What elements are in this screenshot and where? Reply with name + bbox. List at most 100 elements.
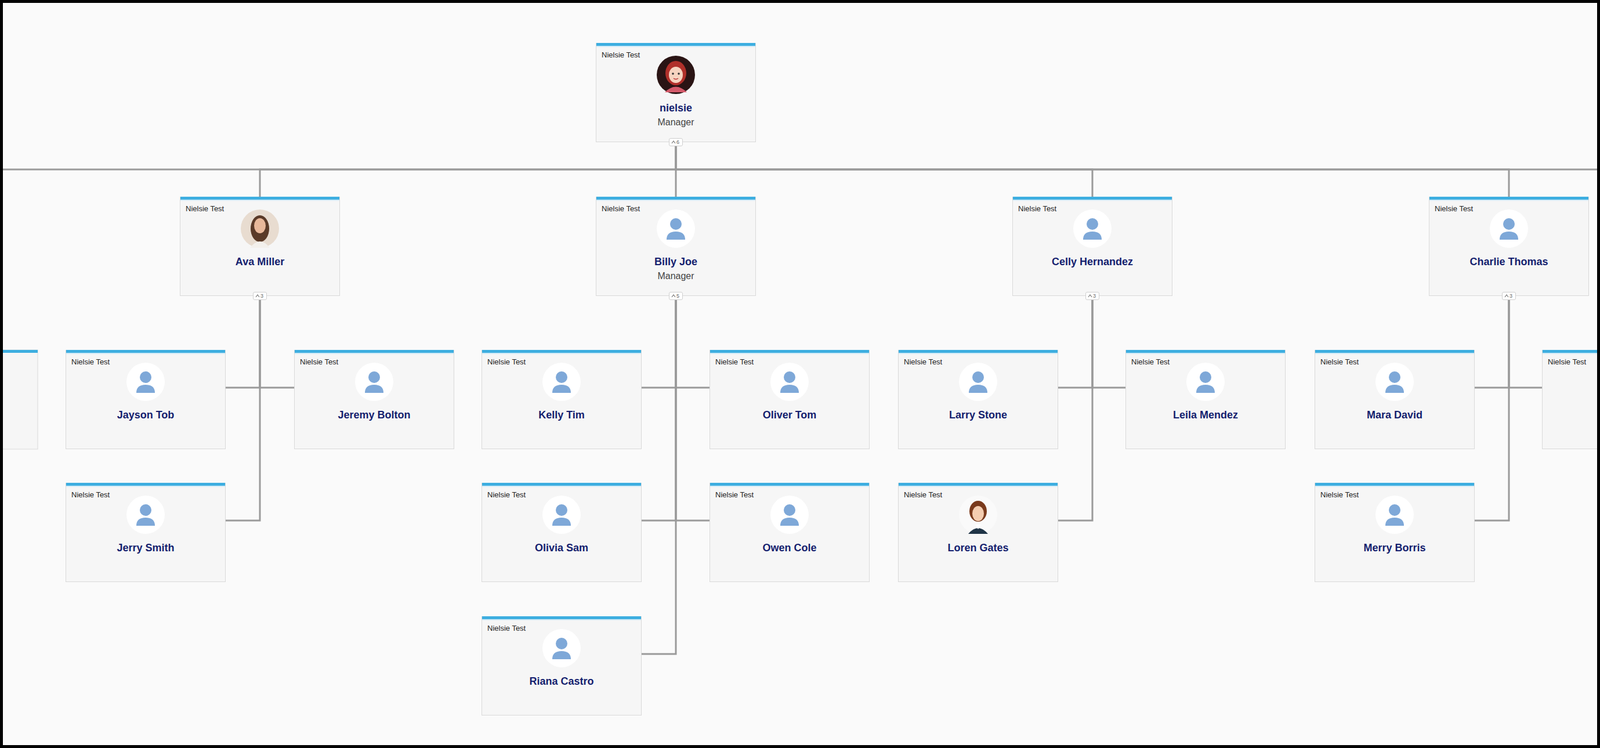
person-name: Olivia Sam — [482, 541, 642, 555]
employee-card: Nielsie TestMara David — [1314, 349, 1475, 450]
card-accent — [482, 349, 642, 353]
person-name: nielsie — [596, 102, 756, 115]
child-count: 6 — [676, 138, 680, 146]
employee-card: Nielsie Test — [1541, 349, 1600, 450]
reporting-line — [641, 295, 676, 521]
reporting-line — [259, 295, 295, 388]
person-name: Jerry Smith — [66, 541, 226, 555]
collapse-caret — [1504, 294, 1509, 298]
org-label: Nielsie Test — [1547, 357, 1587, 367]
child-count-badge: 5 — [668, 291, 683, 300]
org-label: Nielsie Test — [601, 50, 640, 60]
collapse-caret — [1087, 294, 1093, 298]
reporting-line — [1474, 295, 1509, 521]
employee-card: Nielsie TestKelly Tim — [481, 349, 642, 450]
org-label: Nielsie Test — [71, 490, 110, 499]
reporting-line — [1508, 295, 1542, 388]
child-count-badge: 6 — [668, 138, 683, 147]
avatar — [1186, 362, 1225, 401]
job-title: Manager — [596, 270, 756, 282]
person-name: Oliver Tom — [710, 408, 870, 422]
person-name: Owen Cole — [710, 541, 870, 555]
employee-card: Nielsie TestOwen Cole — [709, 482, 870, 582]
reporting-line — [1058, 295, 1093, 388]
person-name: Ava Miller — [180, 255, 340, 269]
org-label: Nielsie Test — [903, 490, 943, 499]
reporting-line — [259, 142, 676, 197]
org-label: Nielsie Test — [487, 623, 526, 633]
person-name: Charlie Thomas — [1429, 255, 1589, 269]
card-accent — [180, 196, 340, 200]
org-label: Nielsie Test — [715, 490, 754, 499]
reporting-line — [641, 295, 676, 388]
avatar — [126, 362, 165, 401]
card-accent — [596, 42, 756, 46]
job-title: Manager — [596, 117, 756, 128]
child-count: 5 — [676, 292, 680, 300]
offscreen-card — [0, 349, 38, 450]
avatar — [542, 495, 581, 534]
card-accent — [294, 349, 454, 353]
org-label: Nielsie Test — [903, 357, 943, 367]
employee-card: Nielsie TestLeila Mendez — [1125, 349, 1286, 450]
employee-card: Nielsie TestMerry Borris — [1314, 482, 1475, 582]
card-accent — [482, 616, 642, 619]
avatar — [656, 55, 695, 94]
card-accent — [596, 196, 756, 200]
reporting-line — [1474, 295, 1509, 388]
employee-card: Nielsie TestOliver Tom — [709, 349, 870, 450]
card-accent — [710, 349, 870, 353]
employee-card: Nielsie TestLarry Stone — [898, 349, 1059, 450]
person-name: Loren Gates — [898, 541, 1058, 555]
employee-card: Nielsie TestBilly JoeManager — [595, 196, 756, 296]
avatar — [770, 362, 809, 401]
card-accent — [710, 482, 870, 486]
avatar — [1489, 209, 1529, 248]
employee-card: Nielsie Test nielsieManager — [595, 42, 756, 143]
employee-card: Nielsie TestLoren Gates — [898, 482, 1059, 582]
card-accent — [1429, 196, 1589, 200]
person-name: Jayson Tob — [66, 408, 226, 422]
avatar — [1375, 495, 1414, 534]
org-label: Nielsie Test — [601, 204, 640, 213]
person-name: Jeremy Bolton — [294, 408, 454, 422]
person-name: Leila Mendez — [1126, 408, 1285, 422]
card-accent — [1315, 349, 1475, 353]
collapse-caret — [671, 140, 676, 144]
reporting-line — [225, 295, 260, 388]
reporting-line — [675, 142, 1509, 197]
avatar — [1073, 209, 1112, 248]
employee-card: Nielsie TestCelly Hernandez — [1012, 196, 1173, 296]
card-accent — [1315, 482, 1475, 486]
employee-card: Nielsie TestJayson Tob — [65, 349, 226, 450]
avatar — [542, 362, 581, 401]
reporting-line — [675, 295, 710, 388]
avatar — [240, 209, 280, 248]
collapse-caret — [255, 294, 260, 298]
child-count-badge: 3 — [1085, 291, 1100, 300]
avatar — [1375, 362, 1414, 401]
card-accent — [482, 482, 642, 486]
org-label: Nielsie Test — [715, 357, 754, 367]
org-label: Nielsie Test — [1131, 357, 1170, 367]
card-accent — [1126, 349, 1285, 353]
employee-card: Nielsie TestOlivia Sam — [481, 482, 642, 582]
person-name: Kelly Tim — [482, 408, 642, 422]
person-name: Merry Borris — [1315, 541, 1475, 555]
child-count: 3 — [1509, 292, 1513, 300]
org-label: Nielsie Test — [185, 204, 224, 213]
reporting-line — [1092, 295, 1126, 388]
org-label: Nielsie Test — [487, 357, 526, 367]
person-name: Larry Stone — [898, 408, 1058, 422]
reporting-line — [641, 295, 676, 654]
child-count: 3 — [1092, 292, 1096, 300]
avatar — [770, 495, 809, 534]
org-label: Nielsie Test — [299, 357, 339, 367]
card-accent — [1542, 349, 1600, 353]
org-label: Nielsie Test — [1018, 204, 1057, 213]
avatar — [656, 209, 695, 248]
org-label: Nielsie Test — [487, 490, 526, 499]
card-accent — [898, 349, 1058, 353]
